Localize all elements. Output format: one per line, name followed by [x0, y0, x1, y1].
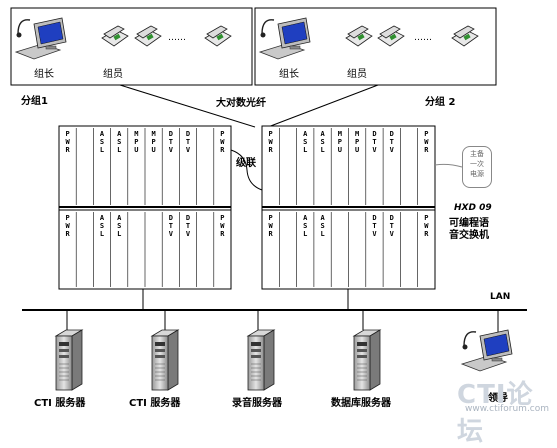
fiber-label: 大对数光纤: [216, 98, 266, 109]
power-note-line-2: 一次: [470, 160, 484, 168]
power-note-line-1: 主备: [470, 150, 484, 158]
cascade-label: 级联: [236, 158, 256, 169]
power-note: 主备 一次 电源: [462, 146, 492, 188]
server-2-label: CTI 服务器: [129, 398, 181, 409]
server-1-label: CTI 服务器: [34, 398, 86, 409]
fiber-line-left: [119, 84, 256, 128]
server-2-tower: [150, 329, 180, 391]
server-3-tower: [246, 329, 276, 391]
group-2-member-phone: [377, 25, 405, 47]
group-1-dots: ……: [168, 33, 186, 43]
logo-sub-text: www.ctiforum.com: [465, 404, 550, 414]
monitor-label: 领导: [488, 393, 508, 404]
cascade-link: [230, 149, 263, 191]
group-2-name: 分组 2: [425, 97, 456, 108]
power-connector: [434, 163, 463, 168]
server-4-tower: [352, 329, 382, 391]
group-2-member-phone: [451, 25, 479, 47]
fiber-line-right: [267, 84, 379, 128]
switch-name-line-1: 可编程语: [449, 218, 489, 229]
server-1-tower: [54, 329, 84, 391]
server-3-label: 录音服务器: [232, 398, 282, 409]
switch-name-line-2: 音交换机: [449, 230, 489, 241]
group-1-member-phone: [134, 25, 162, 47]
lan-label: LAN: [490, 292, 511, 302]
power-note-line-3: 电源: [470, 170, 484, 178]
group-1-leader-workstation: [14, 17, 67, 60]
group-1-member-phone: [101, 25, 129, 47]
group-2-member-label: 组员: [347, 69, 367, 80]
group-2-dots: ……: [414, 33, 432, 43]
group-2-leader-workstation: [258, 17, 311, 60]
group-1-name: 分组1: [21, 96, 48, 107]
group-1-member-label: 组员: [103, 69, 123, 80]
group-2-member-phone: [345, 25, 373, 47]
ctiforum-watermark: CTI论坛 www.ctiforum.com: [453, 374, 557, 447]
switch-model: HXD 09: [454, 203, 492, 213]
group-1-leader-label: 组长: [34, 69, 54, 80]
group-2-leader-label: 组长: [279, 69, 299, 80]
server-4-label: 数据库服务器: [331, 398, 391, 409]
group-1-member-phone: [204, 25, 232, 47]
monitor-workstation: [460, 329, 513, 372]
